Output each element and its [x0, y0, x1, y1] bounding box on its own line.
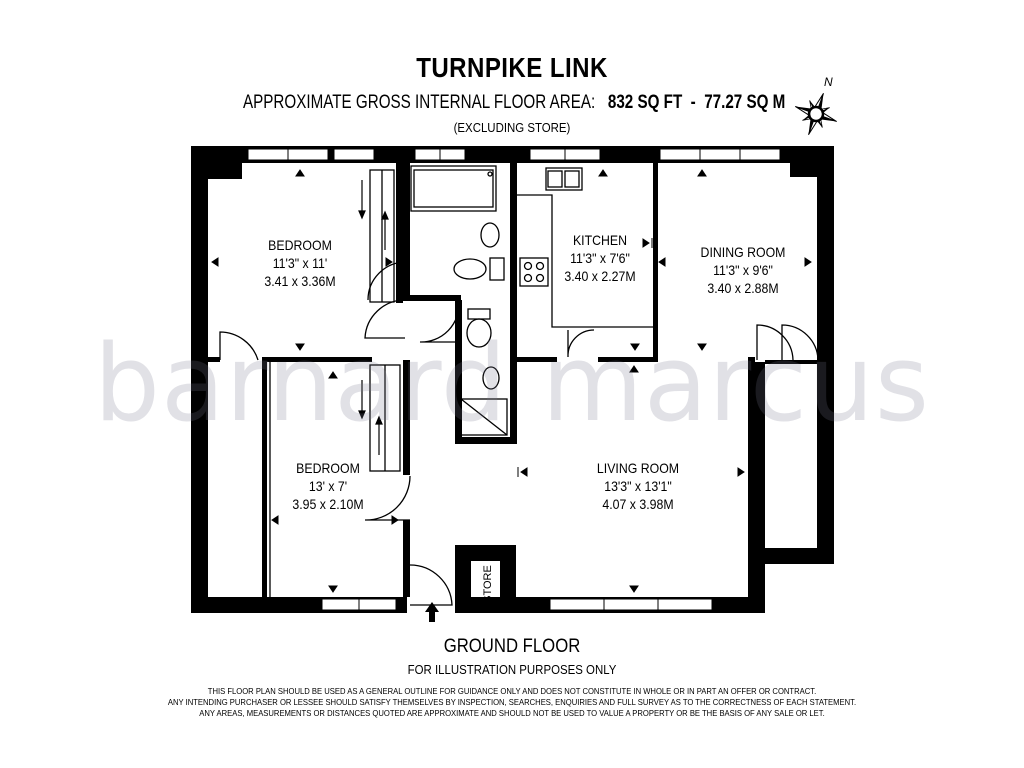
illustration-note: FOR ILLUSTRATION PURPOSES ONLY — [407, 662, 617, 677]
floor-area-note: (EXCLUDING STORE) — [453, 120, 571, 135]
entrance-arrow-icon — [425, 602, 439, 622]
compass-north-label: N — [824, 76, 833, 89]
disclaimer-line-3: ANY AREAS, MEASUREMENTS OR DISTANCES QUO… — [199, 708, 825, 718]
room-name: DINING ROOM — [700, 244, 786, 260]
floor-area-label: APPROXIMATE GROSS INTERNAL FLOOR AREA: — [243, 92, 596, 113]
room-metric: 3.40 x 2.27M — [564, 268, 636, 284]
room-bedroom-2: BEDROOM 13' x 7' 3.95 x 2.10M — [275, 459, 381, 513]
store-label: STORE — [482, 565, 495, 603]
room-living: LIVING ROOM 13'3" x 13'1" 4.07 x 3.98M — [585, 459, 691, 513]
room-metric: 3.95 x 2.10M — [292, 496, 364, 512]
bath-icon — [410, 165, 497, 212]
fixtures — [219, 165, 819, 606]
door-swing — [219, 331, 259, 361]
plan-title: TURNPIKE LINK — [416, 52, 608, 83]
room-imperial: 11'3" x 11' — [272, 255, 328, 271]
basin-icon — [480, 222, 500, 248]
room-imperial: 11'3" x 7'6" — [570, 250, 630, 266]
windows — [247, 148, 781, 611]
room-imperial: 11'3" x 9'6" — [713, 262, 773, 278]
sink-icon — [545, 167, 583, 191]
room-kitchen: KITCHEN 11'3" x 7'6" 3.40 x 2.27M — [552, 231, 649, 285]
dimension-ticks — [211, 169, 812, 593]
room-name: LIVING ROOM — [596, 460, 680, 476]
floor-label: GROUND FLOOR — [443, 636, 581, 657]
room-name: BEDROOM — [296, 460, 360, 476]
toilet-icon — [489, 257, 505, 281]
room-name: BEDROOM — [268, 237, 332, 253]
internal-walls — [208, 163, 765, 597]
disclaimer-line-1: THIS FLOOR PLAN SHOULD BE USED AS A GENE… — [207, 686, 817, 696]
floor-area-line: APPROXIMATE GROSS INTERNAL FLOOR AREA: 8… — [243, 92, 785, 114]
wardrobe-arrows — [358, 180, 389, 455]
room-dining: DINING ROOM 11'3" x 9'6" 3.40 x 2.88M — [686, 243, 800, 297]
floor-area-sqm: 77.27 SQ M — [704, 92, 786, 113]
floor-area-sqft: 832 SQ FT — [607, 92, 683, 113]
wc-basin-icon — [482, 366, 500, 390]
room-name: KITCHEN — [572, 232, 628, 248]
disclaimer-line-2: ANY INTENDING PURCHASER OR LESSEE SHOULD… — [167, 697, 857, 707]
hob-icon — [519, 257, 549, 287]
room-metric: 4.07 x 3.98M — [602, 496, 674, 512]
room-bedroom-1: BEDROOM 11'3" x 11' 3.41 x 3.36M — [247, 236, 353, 290]
entrance-door — [409, 564, 453, 606]
room-imperial: 13' x 7' — [308, 478, 348, 494]
compass-icon: N — [790, 75, 840, 136]
floor-area-separator: - — [690, 92, 696, 113]
room-metric: 3.40 x 2.88M — [707, 280, 779, 296]
room-imperial: 13'3" x 13'1" — [604, 478, 672, 494]
wc-toilet-icon — [466, 318, 492, 348]
shower-icon — [460, 398, 508, 436]
room-metric: 3.41 x 3.36M — [264, 273, 336, 289]
